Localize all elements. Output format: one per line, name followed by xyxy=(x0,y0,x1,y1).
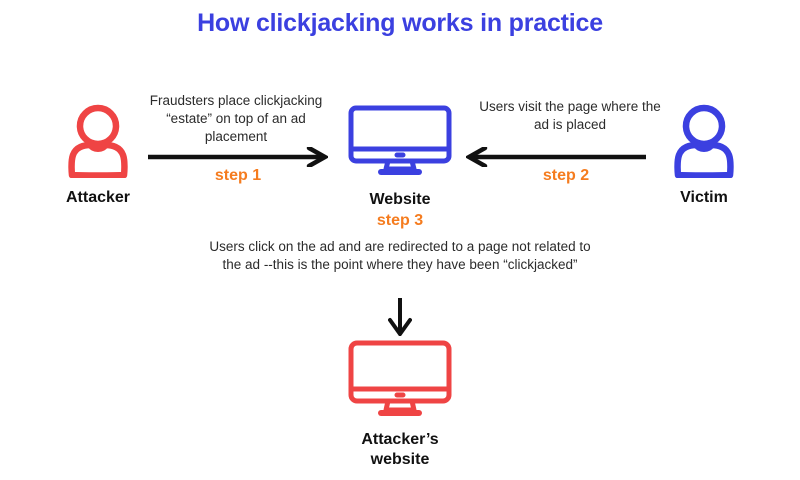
page-title: How clickjacking works in practice xyxy=(197,9,603,37)
victim-person-icon xyxy=(668,104,740,178)
step3-label: step 3 xyxy=(376,212,424,229)
step2-caption: Users visit the page where the ad is pla… xyxy=(479,99,661,132)
attacker-label: Attacker xyxy=(65,189,131,206)
step1-caption: Fraudsters place clickjacking “estate” o… xyxy=(149,93,323,144)
attacker-website-label-line1: Attacker’s xyxy=(361,431,439,448)
step2-arrow-left xyxy=(466,147,646,167)
step3-caption: Users click on the ad and are redirected… xyxy=(209,239,591,272)
website-label: Website xyxy=(369,191,431,208)
attacker-person-icon xyxy=(62,104,134,178)
victim-label: Victim xyxy=(680,189,728,206)
attacker-website-label: Attacker’s website xyxy=(310,430,490,469)
attacker-website-monitor-icon xyxy=(348,340,452,418)
website-monitor-icon xyxy=(348,105,452,177)
attacker-website-label-line2: website xyxy=(370,450,430,468)
step2-label: step 2 xyxy=(542,167,590,184)
step1-label: step 1 xyxy=(214,167,262,184)
step3-arrow-down xyxy=(388,298,412,336)
step1-arrow-right xyxy=(148,147,328,167)
